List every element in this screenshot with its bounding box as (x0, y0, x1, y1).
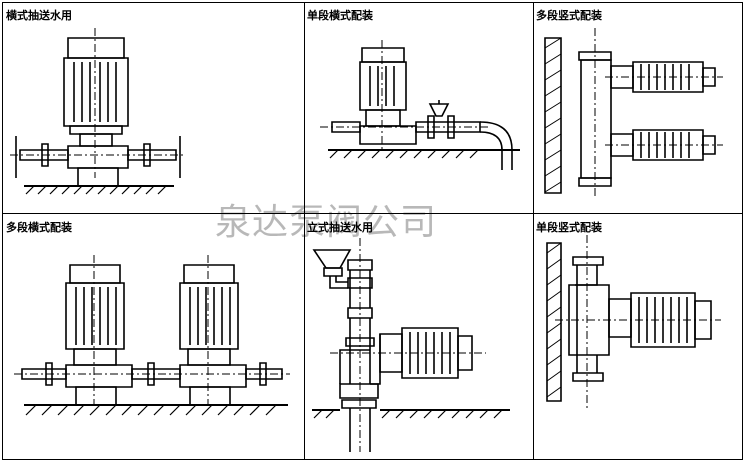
horizontal-pump-drawing (10, 28, 190, 200)
multi-stage-vertical-drawing (545, 28, 725, 200)
installation-diagram-grid (2, 2, 743, 460)
single-stage-vertical-drawing (545, 235, 725, 415)
grid-divider (3, 213, 742, 214)
panel-label-vertical-water: 立式抽送水用 (307, 221, 373, 234)
panel-label-single-stage-horizontal: 单段横式配装 (307, 9, 373, 22)
panel-label-multi-stage-vertical: 多段竖式配装 (536, 9, 602, 22)
panel-label-single-stage-vertical: 单段竖式配装 (536, 221, 602, 234)
panel-label-horizontal-water: 横式抽送水用 (6, 9, 72, 22)
panel-label-multi-stage-horizontal: 多段横式配装 (6, 221, 72, 234)
single-stage-horizontal-drawing (320, 40, 525, 180)
grid-divider (304, 3, 305, 459)
grid-divider (533, 3, 534, 459)
multi-stage-horizontal-drawing (14, 255, 294, 425)
vertical-pump-drawing (310, 238, 520, 456)
